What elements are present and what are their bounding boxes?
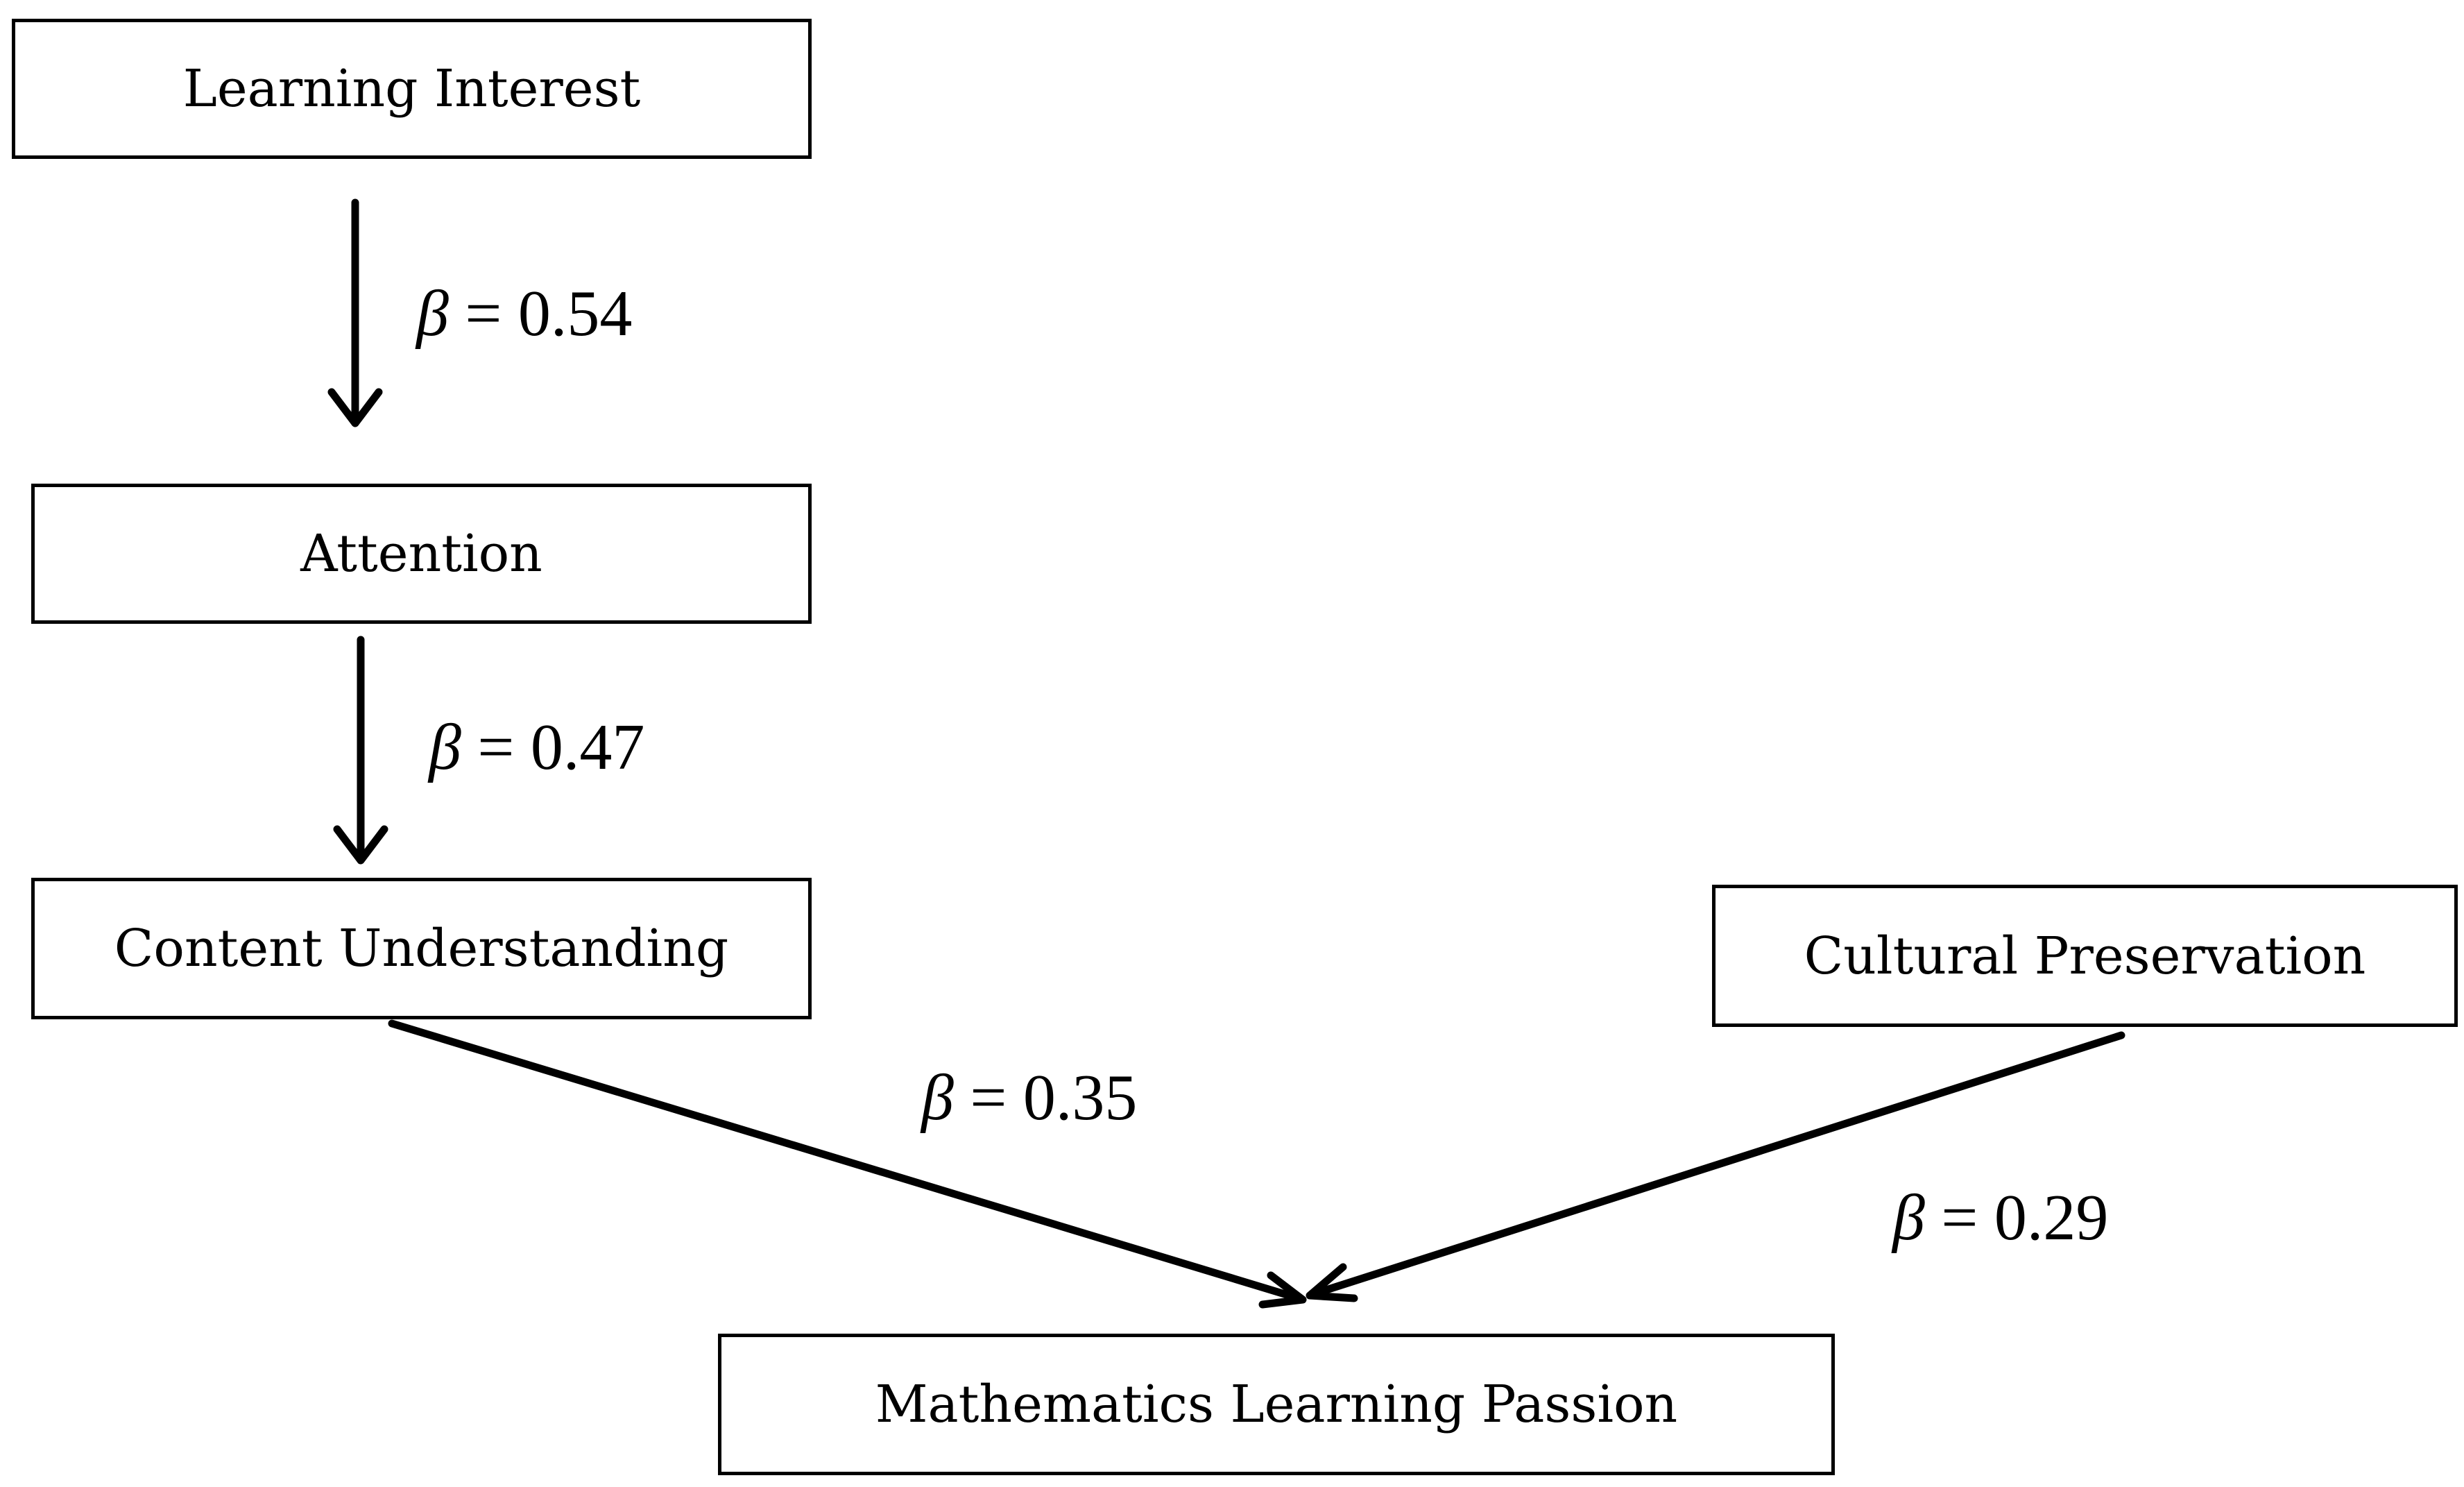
node-label: Mathematics Learning Passion — [875, 1375, 1678, 1434]
node-attention: Attention — [31, 484, 812, 624]
beta-value: 0.47 — [530, 711, 645, 783]
arrow-attention-to-content — [333, 636, 388, 865]
node-mathematics-learning-passion: Mathematics Learning Passion — [718, 1334, 1835, 1475]
equals-sign: = — [1924, 1182, 1994, 1254]
arrow-cultural-to-passion — [1306, 1031, 2125, 1302]
arrow-interest-to-attention — [327, 198, 383, 427]
node-learning-interest: Learning Interest — [12, 19, 812, 159]
node-cultural-preservation: Cultural Preservation — [1712, 885, 2458, 1027]
beta-symbol: β — [429, 711, 461, 783]
arrow-content-to-passion — [388, 1019, 1307, 1309]
node-label: Attention — [300, 524, 542, 584]
beta-symbol: β — [921, 1062, 954, 1134]
beta-value: 0.29 — [1994, 1182, 2109, 1254]
node-content-understanding: Content Understanding — [31, 878, 812, 1019]
node-label: Cultural Preservation — [1804, 926, 2366, 986]
equals-sign: = — [953, 1062, 1023, 1134]
equals-sign: = — [448, 278, 518, 350]
beta-value: 0.54 — [517, 278, 633, 350]
edge-label-interest-attention: β = 0.54 — [416, 281, 632, 346]
beta-symbol: β — [1892, 1182, 1925, 1254]
node-label: Learning Interest — [182, 59, 641, 119]
node-label: Content Understanding — [114, 919, 729, 978]
edge-label-attention-content: β = 0.47 — [429, 715, 644, 780]
beta-symbol: β — [416, 278, 449, 350]
equals-sign: = — [461, 711, 531, 783]
edge-label-cultural-passion: β = 0.29 — [1892, 1185, 2108, 1250]
beta-value: 0.35 — [1023, 1062, 1138, 1134]
edge-label-content-passion: β = 0.35 — [921, 1065, 1137, 1130]
